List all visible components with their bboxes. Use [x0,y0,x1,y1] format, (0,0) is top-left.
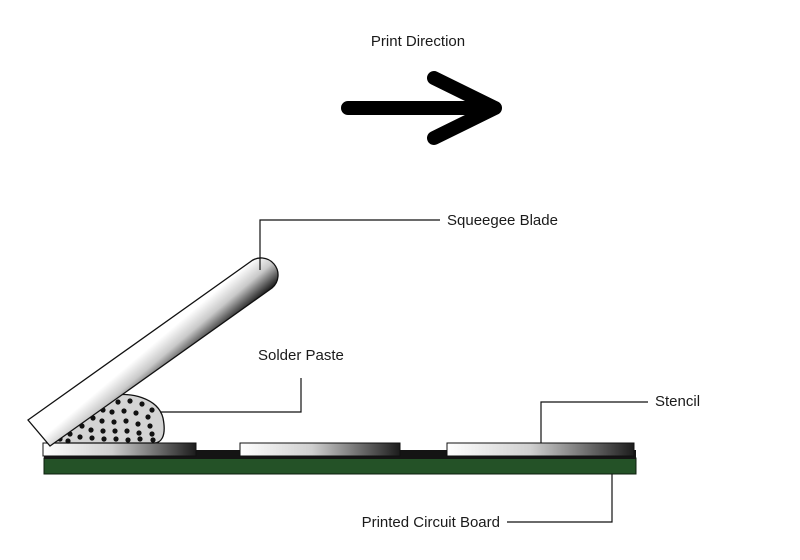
solder-particle [113,436,119,442]
solder-particle [111,419,117,425]
leader-solder-paste [160,378,302,413]
solder-paste-label: Solder Paste [258,347,344,364]
solder-particle [139,401,145,407]
solder-particle [123,418,129,424]
leader-pcb [507,474,613,523]
squeegee-blade-label: Squeegee Blade [447,212,558,229]
solder-particle [101,436,107,442]
solder-particle [109,409,115,415]
solder-particle [65,438,71,444]
solder-particle [77,434,83,440]
leader-squeegee-blade [259,219,440,270]
arrow-right-icon [341,71,502,145]
solder-paste-particles [57,398,156,444]
print-direction-label: Print Direction [371,33,465,50]
squeegee-blade [27,257,279,447]
solder-particle [125,437,131,443]
pcb-label: Printed Circuit Board [362,514,500,531]
leader-stencil [540,401,648,443]
solder-particle [149,431,155,437]
solder-particle [115,399,121,405]
solder-particle [99,418,105,424]
stencil-label: Stencil [655,393,700,410]
solder-particle [149,407,155,413]
solder-particle [88,427,94,433]
solder-particle [145,414,151,420]
solder-particle [89,435,95,441]
solder-particle [127,398,133,404]
solder-particle [133,410,139,416]
stencil-segment-left [42,442,197,457]
solder-particle [147,423,153,429]
solder-particle [136,430,142,436]
solder-particle [100,428,106,434]
stencil-segment-middle [239,442,401,457]
pcb-board [43,457,637,475]
solder-particle [150,437,156,443]
solder-particle [137,436,143,442]
solder-particle [112,428,118,434]
stencil-segment-right [446,442,635,457]
solder-particle [135,421,141,427]
solder-particle [124,428,130,434]
solder-particle [121,408,127,414]
